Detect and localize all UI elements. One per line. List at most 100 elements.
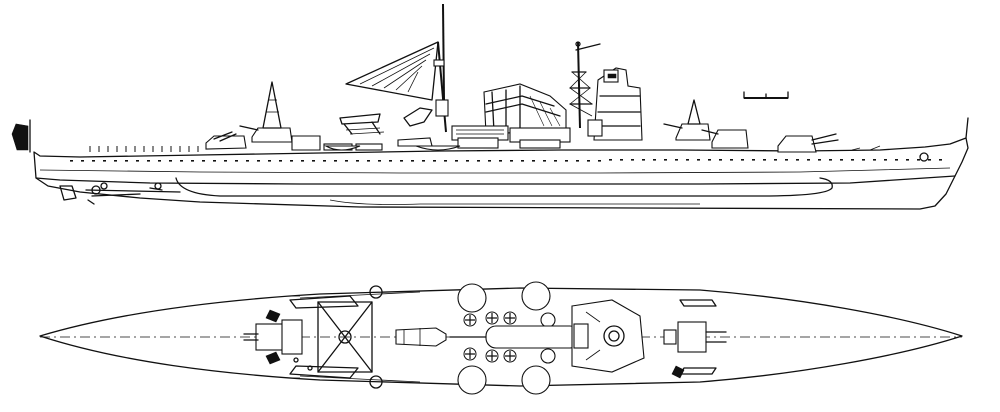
porthole	[202, 160, 205, 162]
porthole	[136, 160, 139, 162]
forward-turret-3	[777, 133, 839, 153]
porthole	[752, 159, 755, 161]
porthole	[829, 159, 832, 161]
aft-turret-2	[239, 125, 293, 143]
porthole	[180, 160, 183, 162]
porthole	[708, 159, 711, 161]
scale-bar	[743, 91, 789, 99]
ensign-flag	[11, 123, 29, 151]
plan-aft-turret	[243, 309, 303, 365]
porthole	[323, 160, 326, 162]
porthole	[422, 160, 425, 162]
porthole	[279, 160, 282, 162]
porthole	[554, 160, 557, 162]
aa-mount	[485, 311, 499, 325]
porthole	[862, 159, 865, 161]
porthole	[796, 159, 799, 161]
porthole	[884, 159, 887, 161]
porthole	[389, 160, 392, 162]
jack-staff	[965, 117, 969, 139]
porthole	[741, 159, 744, 161]
porthole	[840, 159, 843, 161]
belt-armor	[39, 167, 951, 174]
porthole	[565, 160, 568, 162]
porthole	[587, 160, 590, 162]
porthole	[268, 160, 271, 162]
porthole	[367, 160, 370, 162]
porthole	[191, 160, 194, 162]
porthole	[312, 160, 315, 162]
aft-deckhouse	[291, 135, 321, 151]
boat-davits	[457, 281, 556, 395]
porthole	[653, 159, 656, 161]
porthole	[917, 159, 920, 161]
porthole	[807, 159, 810, 161]
porthole	[939, 159, 942, 161]
plan-funnel	[449, 325, 581, 349]
porthole	[697, 159, 700, 161]
keel-line	[329, 199, 700, 205]
porthole	[510, 160, 513, 162]
funnel	[483, 83, 567, 135]
porthole	[499, 160, 502, 162]
porthole	[818, 159, 821, 161]
porthole	[125, 160, 128, 162]
anchor-hawse	[919, 152, 929, 162]
waterline	[35, 175, 956, 185]
mainmast-with-derrick	[345, 3, 449, 133]
forward-turret-2	[701, 129, 749, 149]
porthole	[763, 159, 766, 161]
aa-mount	[463, 347, 477, 361]
aft-turret-3	[205, 131, 247, 150]
porthole	[235, 160, 238, 162]
forward-turret-1	[663, 123, 711, 141]
porthole	[378, 160, 381, 162]
porthole	[224, 160, 227, 162]
porthole	[92, 160, 95, 162]
porthole	[466, 160, 469, 162]
aft-mast	[262, 81, 282, 129]
aa-mount	[503, 311, 517, 325]
porthole	[598, 160, 601, 162]
aa-mount	[503, 349, 517, 363]
porthole	[103, 160, 106, 162]
porthole	[345, 160, 348, 162]
porthole	[147, 160, 150, 162]
porthole	[70, 160, 73, 162]
porthole	[906, 159, 909, 161]
bulge-outline	[175, 177, 833, 197]
porthole	[455, 160, 458, 162]
porthole	[477, 160, 480, 162]
plan-forward-turrets	[663, 299, 727, 379]
deck-outline	[39, 287, 963, 387]
porthole	[290, 160, 293, 162]
porthole	[895, 159, 898, 161]
porthole	[257, 160, 260, 162]
porthole	[851, 159, 854, 161]
porthole	[301, 160, 304, 162]
plan-view	[39, 281, 963, 395]
porthole	[169, 160, 172, 162]
aa-mount	[485, 349, 499, 363]
porthole	[631, 159, 634, 161]
bridge-tower	[587, 67, 643, 141]
propeller-shafts	[85, 182, 181, 205]
porthole	[664, 159, 667, 161]
porthole	[730, 159, 733, 161]
boat-1	[323, 145, 361, 151]
porthole	[158, 160, 161, 162]
aa-mount	[463, 313, 477, 327]
porthole	[334, 160, 337, 162]
forward-mast	[687, 99, 701, 125]
porthole	[928, 159, 931, 161]
porthole	[411, 160, 414, 162]
porthole	[620, 159, 623, 161]
porthole	[642, 159, 645, 161]
porthole	[719, 159, 722, 161]
porthole	[675, 159, 678, 161]
porthole	[213, 160, 216, 162]
porthole	[785, 159, 788, 161]
foremast	[569, 41, 601, 129]
porthole	[532, 160, 535, 162]
